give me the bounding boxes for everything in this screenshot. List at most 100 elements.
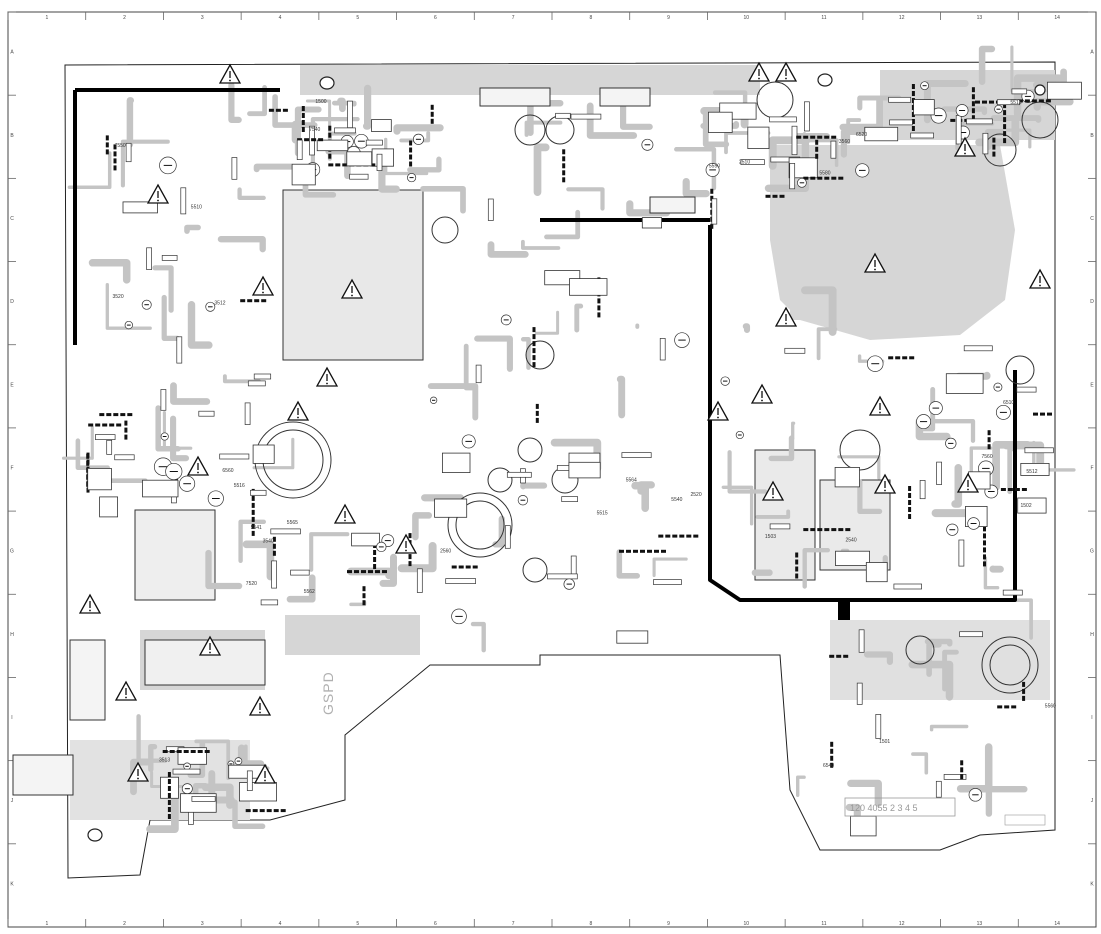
trace [791, 421, 796, 441]
ic-package [346, 151, 373, 167]
solder-pad [1038, 99, 1044, 103]
warning-icon-dot [884, 489, 886, 492]
solder-pad [810, 176, 816, 180]
resistor [996, 99, 1021, 106]
grid-column-label: 8 [589, 921, 592, 927]
grid-column-label: 4 [279, 15, 282, 21]
resistor [247, 380, 266, 387]
solder-pad [1003, 117, 1007, 123]
solder-pad [409, 147, 413, 153]
solder-pad [562, 177, 566, 183]
trace [253, 163, 295, 173]
solder-pad [779, 194, 785, 198]
solder-pad [960, 760, 964, 766]
trace [217, 236, 266, 253]
grid-row-label: F [10, 466, 13, 472]
solder-pad [817, 528, 823, 532]
solder-pad [190, 750, 196, 753]
resistor [290, 569, 310, 576]
trace [105, 283, 152, 330]
solder-pad [562, 156, 566, 162]
component-ref: 5516 [234, 483, 245, 489]
ic-package [87, 467, 112, 491]
solder-pad [458, 565, 464, 569]
resistor [621, 452, 652, 458]
resistor [260, 599, 279, 606]
solder-pad [88, 423, 94, 427]
ic-package [835, 550, 870, 567]
solder-pad [105, 142, 109, 148]
warning-icon-dot [758, 77, 760, 80]
solder-pad [795, 552, 799, 558]
trace [152, 265, 174, 313]
trace [470, 621, 486, 653]
component-ref: 3540 [263, 539, 274, 545]
trace [801, 286, 837, 336]
trace [864, 651, 893, 665]
solder-pad [409, 154, 413, 160]
solder-pad [836, 654, 842, 658]
ic-package [913, 99, 935, 116]
solder-pad [162, 750, 168, 753]
solder-pad [1003, 138, 1007, 144]
ic-package [1047, 81, 1082, 100]
trace [309, 532, 350, 572]
solder-pad [830, 762, 834, 768]
grid-row-label: G [1090, 549, 1094, 555]
solder-pad [247, 299, 253, 303]
grid-row-label: K [10, 881, 14, 887]
grid-column-label: 10 [744, 15, 750, 21]
solder-pad [795, 559, 799, 565]
solder-pad [1021, 488, 1027, 491]
component-ref: 3513 [159, 757, 170, 763]
resistor [1024, 447, 1054, 454]
component-ref: 5515 [597, 511, 608, 517]
solder-pad [765, 194, 771, 198]
trace [1015, 598, 1033, 640]
grid-row-label: I [1091, 715, 1092, 721]
warning-icon-dot [1039, 284, 1041, 287]
solder-pad [1000, 488, 1006, 491]
solder-pad [815, 146, 819, 152]
grid-column-label: 11 [821, 921, 826, 927]
warning-icon-dot [964, 152, 966, 155]
solder-pad [710, 195, 714, 201]
grid-row-label: D [10, 299, 14, 305]
component-ref: 3512 [214, 300, 225, 306]
grid-row-label: A [1090, 50, 1094, 56]
resistor [271, 560, 277, 589]
solder-pad [992, 151, 996, 157]
solder-pad [908, 507, 912, 512]
solder-pad [113, 413, 119, 417]
solder-pad [328, 125, 332, 131]
trace [286, 574, 316, 603]
grid-row-label: J [1091, 798, 1094, 804]
grid-row-label: B [10, 133, 14, 139]
solder-pad [686, 534, 692, 538]
solder-pad [989, 100, 994, 104]
version-box [1004, 814, 1046, 826]
solder-pad [971, 101, 975, 107]
resistor [570, 555, 577, 575]
solder-pad [983, 540, 986, 546]
solder-pad [342, 163, 348, 167]
resistor [106, 439, 113, 455]
trace [566, 187, 605, 211]
component-ref: 3520 [113, 294, 124, 300]
trace [520, 482, 548, 490]
solder-pad [113, 144, 117, 150]
solder-pad [328, 132, 332, 138]
resistor [95, 434, 116, 440]
electrolytic-capacitors [254, 81, 1059, 694]
solder-pad [167, 814, 171, 819]
ic-package [641, 217, 662, 229]
solder-pad [971, 115, 975, 121]
grid-row-label: B [1090, 133, 1094, 139]
solder-pad [1022, 688, 1026, 694]
solder-pad [362, 593, 366, 599]
resistor [475, 364, 482, 384]
trace [727, 450, 768, 494]
solder-pad [679, 534, 685, 538]
trace [932, 419, 976, 443]
